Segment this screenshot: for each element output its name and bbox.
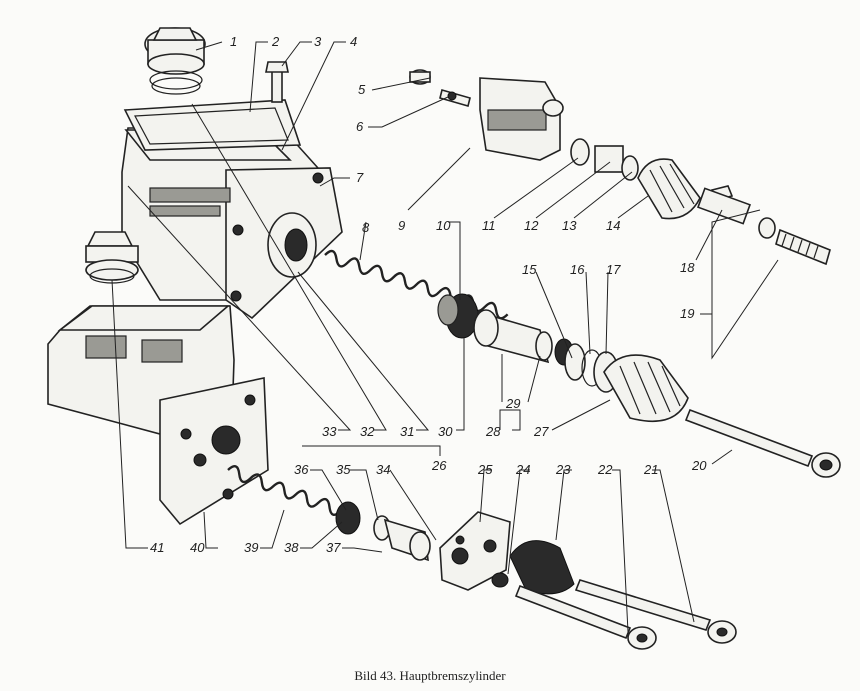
callout-13: 13 [562,218,577,233]
callout-21: 21 [643,462,658,477]
callout-40: 40 [190,540,205,555]
filler-cap-1 [144,27,206,95]
spring-8 [324,249,509,320]
callout-39: 39 [244,540,258,555]
bracket-9 [479,77,564,161]
callout-31: 31 [400,424,414,439]
piston-28-29 [473,309,574,366]
callout-29: 29 [505,396,520,411]
leader-lines [111,41,779,633]
callout-17: 17 [606,262,621,277]
callout-41: 41 [150,540,164,555]
bleed-valve-5-6 [409,69,471,107]
callout-37: 37 [326,540,341,555]
push-rod-18-19 [697,185,831,266]
callout-14: 14 [606,218,620,233]
callout-4: 4 [350,34,357,49]
callout-6: 6 [356,119,364,134]
spring-39 [227,465,342,516]
callout-28: 28 [485,424,501,439]
dust-boot-14 [637,158,701,220]
callout-34: 34 [376,462,390,477]
callout-9: 9 [398,218,405,233]
lower-cylinder-housing-40 [47,305,269,526]
push-rod-20 [684,408,841,478]
callout-35: 35 [336,462,351,477]
filler-cap-41 [85,231,139,284]
callout-16: 16 [570,262,585,277]
callout-27: 27 [533,424,549,439]
dust-boot-27 [603,354,689,422]
callout-15: 15 [522,262,537,277]
callout-labels: 1 2 3 4 5 6 7 8 9 10 11 12 13 14 15 16 1… [150,34,707,555]
callout-20: 20 [691,458,707,473]
callout-32: 32 [360,424,375,439]
callout-36: 36 [294,462,309,477]
callout-8: 8 [362,220,370,235]
callout-11: 11 [482,218,496,233]
callout-10: 10 [436,218,451,233]
piston-cup-10-30 [437,293,479,339]
callout-3: 3 [314,34,322,49]
screw-3 [265,61,289,103]
callout-18: 18 [680,260,695,275]
gasket-2 [123,99,302,151]
callout-26: 26 [431,458,447,473]
callout-2: 2 [271,34,280,49]
callout-30: 30 [438,424,453,439]
upper-cylinder-housing [121,99,343,320]
piston-parts-34-38 [335,501,431,562]
callout-1: 1 [230,34,237,49]
piston-parts-11-13 [570,138,639,181]
small-part-24 [491,572,509,588]
callout-25: 25 [477,462,493,477]
callout-7: 7 [356,170,364,185]
figure-caption: Bild 43. Hauptbremszylinder [354,668,506,683]
callout-12: 12 [524,218,539,233]
callout-5: 5 [358,82,366,97]
callout-22: 22 [597,462,613,477]
callout-33: 33 [322,424,337,439]
push-rods-21-22 [514,579,737,650]
callout-24: 24 [515,462,530,477]
callout-19: 19 [680,306,694,321]
callout-38: 38 [284,540,299,555]
flange-25 [439,511,511,591]
callout-23: 23 [555,462,571,477]
